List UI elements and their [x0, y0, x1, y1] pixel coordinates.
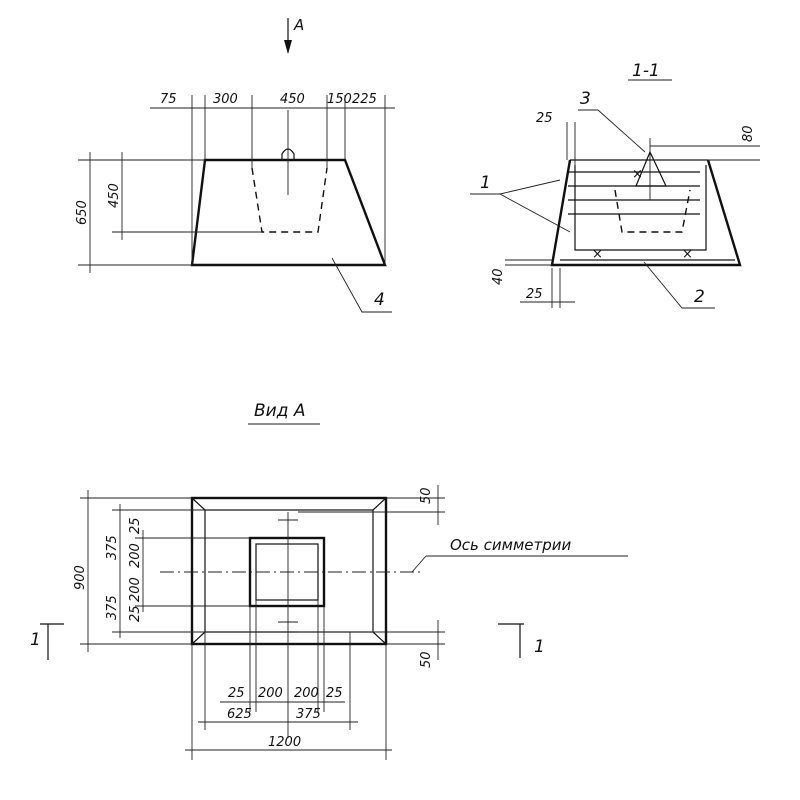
elevation-outline	[190, 158, 387, 267]
plan-title: Вид А	[254, 401, 306, 421]
dim-1200: 1200	[268, 735, 301, 750]
dim-25-bottom-right: 25	[326, 686, 343, 701]
section-outline	[550, 159, 742, 267]
callout-3: 3	[580, 89, 591, 109]
dim-25-left-top: 25	[128, 517, 143, 534]
svg-text:×: ×	[592, 247, 603, 262]
dim-225: 225	[352, 92, 377, 107]
dim-900: 900	[73, 565, 88, 590]
svg-text:×: ×	[682, 247, 693, 262]
callout-1: 1	[480, 173, 491, 193]
section-1-1: 1-1 × × × 25 80 40 25	[470, 61, 760, 309]
dim-450-height: 450	[107, 183, 122, 208]
section-mark-left: 1	[30, 630, 41, 650]
dim-200-bottom-right: 200	[294, 686, 319, 701]
dim-625: 625	[227, 707, 252, 722]
dim-200-bottom-left: 200	[258, 686, 283, 701]
view-arrow-a: A	[284, 16, 304, 54]
dim-300: 300	[213, 92, 238, 107]
dim-40: 40	[491, 268, 506, 285]
section-title: 1-1	[632, 61, 660, 81]
dim-80: 80	[741, 125, 756, 142]
dim-200-left-bottom: 200	[128, 577, 143, 602]
section-socket	[614, 189, 691, 233]
dim-375-top: 375	[105, 535, 120, 560]
dim-25-bottom: 25	[526, 287, 543, 302]
svg-text:×: ×	[632, 167, 643, 182]
view-arrow-label: A	[293, 16, 304, 34]
dim-25-bottom-left: 25	[228, 686, 245, 701]
section-loop	[635, 150, 667, 187]
dim-25-top: 25	[536, 111, 553, 126]
dim-200-left-top: 200	[128, 543, 143, 568]
dim-375-bottom-row: 375	[296, 707, 321, 722]
dim-650: 650	[75, 200, 90, 225]
callout-2: 2	[694, 287, 705, 307]
dim-50-top: 50	[419, 487, 434, 504]
callout-4: 4	[374, 290, 385, 310]
rebar-frame	[574, 165, 707, 251]
dim-50-bottom: 50	[419, 651, 434, 668]
plan-outer	[190, 496, 388, 646]
dim-75: 75	[160, 92, 177, 107]
section-mark-right: 1	[534, 637, 545, 657]
socket-hidden-line	[251, 167, 328, 233]
elevation-view: 75 300 450 150 225 650 450 4	[75, 92, 395, 313]
axis-label: Ось симметрии	[450, 536, 572, 554]
dim-375-bottom: 375	[105, 595, 120, 620]
dim-25-left-bottom: 25	[128, 605, 143, 622]
dim-150: 150	[327, 92, 352, 107]
plan-view-a: Вид А Ось симметрии 50 50	[30, 401, 628, 760]
dim-450: 450	[280, 92, 305, 107]
